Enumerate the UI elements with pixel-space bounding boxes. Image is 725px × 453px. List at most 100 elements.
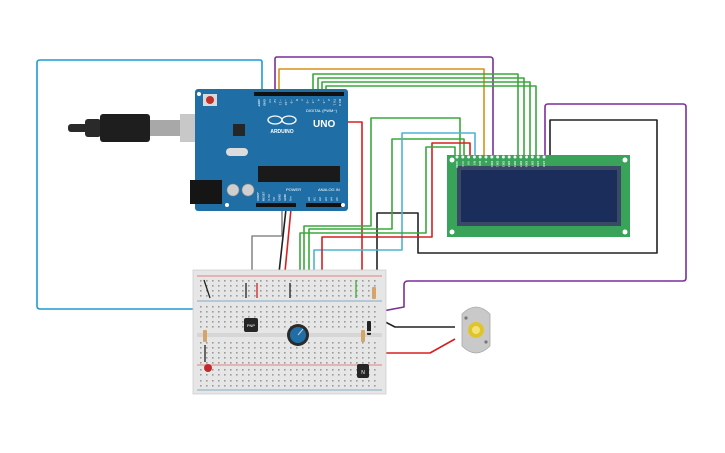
breadboard-hole[interactable]	[218, 357, 220, 359]
breadboard-hole[interactable]	[212, 321, 214, 323]
breadboard-hole[interactable]	[290, 316, 292, 318]
breadboard-hole[interactable]	[302, 285, 304, 287]
breadboard-hole[interactable]	[224, 362, 226, 364]
breadboard-hole[interactable]	[308, 311, 310, 313]
breadboard-hole[interactable]	[206, 285, 208, 287]
breadboard-hole[interactable]	[278, 380, 280, 382]
breadboard-hole[interactable]	[248, 347, 250, 349]
breadboard-hole[interactable]	[230, 290, 232, 292]
breadboard-hole[interactable]	[374, 306, 376, 308]
breadboard-hole[interactable]	[350, 357, 352, 359]
breadboard-hole[interactable]	[266, 311, 268, 313]
breadboard-hole[interactable]	[302, 347, 304, 349]
breadboard-hole[interactable]	[320, 290, 322, 292]
breadboard-hole[interactable]	[332, 280, 334, 282]
breadboard-hole[interactable]	[206, 326, 208, 328]
breadboard-hole[interactable]	[242, 280, 244, 282]
breadboard-hole[interactable]	[320, 316, 322, 318]
breadboard-hole[interactable]	[338, 357, 340, 359]
breadboard-hole[interactable]	[302, 369, 304, 371]
breadboard-hole[interactable]	[218, 306, 220, 308]
breadboard-hole[interactable]	[242, 295, 244, 297]
breadboard-hole[interactable]	[326, 285, 328, 287]
breadboard-hole[interactable]	[296, 316, 298, 318]
breadboard-hole[interactable]	[356, 347, 358, 349]
breadboard-hole[interactable]	[320, 285, 322, 287]
breadboard-hole[interactable]	[320, 347, 322, 349]
breadboard-hole[interactable]	[242, 357, 244, 359]
breadboard-hole[interactable]	[230, 347, 232, 349]
breadboard-hole[interactable]	[296, 295, 298, 297]
breadboard-hole[interactable]	[320, 385, 322, 387]
breadboard-hole[interactable]	[374, 342, 376, 344]
breadboard-hole[interactable]	[350, 374, 352, 376]
transistor-2[interactable]	[357, 364, 369, 378]
breadboard-hole[interactable]	[308, 285, 310, 287]
breadboard-hole[interactable]	[224, 311, 226, 313]
lcd-pin[interactable]	[496, 155, 500, 159]
breadboard-hole[interactable]	[326, 362, 328, 364]
breadboard-hole[interactable]	[338, 380, 340, 382]
breadboard-hole[interactable]	[254, 347, 256, 349]
breadboard-hole[interactable]	[230, 352, 232, 354]
breadboard-hole[interactable]	[308, 347, 310, 349]
breadboard-hole[interactable]	[314, 280, 316, 282]
breadboard-hole[interactable]	[230, 380, 232, 382]
breadboard-hole[interactable]	[314, 347, 316, 349]
breadboard-hole[interactable]	[350, 369, 352, 371]
breadboard-hole[interactable]	[242, 369, 244, 371]
lcd-pin[interactable]	[525, 155, 529, 159]
breadboard-hole[interactable]	[284, 347, 286, 349]
power-header[interactable]	[256, 203, 296, 207]
breadboard-hole[interactable]	[260, 380, 262, 382]
breadboard-hole[interactable]	[362, 306, 364, 308]
breadboard-hole[interactable]	[290, 321, 292, 323]
breadboard-hole[interactable]	[296, 290, 298, 292]
breadboard-hole[interactable]	[218, 342, 220, 344]
breadboard-hole[interactable]	[284, 385, 286, 387]
breadboard-hole[interactable]	[266, 385, 268, 387]
breadboard-hole[interactable]	[266, 280, 268, 282]
wire-green-2[interactable]	[317, 77, 525, 156]
breadboard-hole[interactable]	[254, 380, 256, 382]
breadboard-hole[interactable]	[266, 347, 268, 349]
breadboard-hole[interactable]	[356, 362, 358, 364]
breadboard-hole[interactable]	[368, 352, 370, 354]
breadboard-hole[interactable]	[272, 285, 274, 287]
breadboard-hole[interactable]	[338, 321, 340, 323]
breadboard-hole[interactable]	[296, 362, 298, 364]
breadboard-hole[interactable]	[218, 326, 220, 328]
breadboard-hole[interactable]	[272, 326, 274, 328]
breadboard-hole[interactable]	[248, 290, 250, 292]
breadboard-hole[interactable]	[284, 295, 286, 297]
breadboard-hole[interactable]	[248, 369, 250, 371]
breadboard-hole[interactable]	[362, 311, 364, 313]
breadboard-hole[interactable]	[320, 321, 322, 323]
breadboard-hole[interactable]	[326, 290, 328, 292]
breadboard-hole[interactable]	[254, 311, 256, 313]
breadboard-hole[interactable]	[302, 311, 304, 313]
breadboard-hole[interactable]	[242, 321, 244, 323]
breadboard-hole[interactable]	[242, 362, 244, 364]
breadboard-hole[interactable]	[344, 352, 346, 354]
breadboard-hole[interactable]	[326, 352, 328, 354]
breadboard-hole[interactable]	[296, 352, 298, 354]
breadboard-hole[interactable]	[266, 316, 268, 318]
breadboard-hole[interactable]	[236, 285, 238, 287]
breadboard-hole[interactable]	[344, 342, 346, 344]
breadboard-hole[interactable]	[350, 321, 352, 323]
breadboard-hole[interactable]	[242, 285, 244, 287]
breadboard-hole[interactable]	[230, 316, 232, 318]
breadboard-hole[interactable]	[350, 306, 352, 308]
breadboard-hole[interactable]	[260, 326, 262, 328]
breadboard-hole[interactable]	[362, 321, 364, 323]
breadboard-hole[interactable]	[326, 306, 328, 308]
breadboard-hole[interactable]	[356, 342, 358, 344]
breadboard-hole[interactable]	[332, 380, 334, 382]
breadboard-hole[interactable]	[332, 285, 334, 287]
breadboard-hole[interactable]	[212, 385, 214, 387]
breadboard-hole[interactable]	[212, 306, 214, 308]
wire-green-lcd-a[interactable]	[303, 117, 461, 293]
breadboard-hole[interactable]	[302, 290, 304, 292]
breadboard-hole[interactable]	[326, 326, 328, 328]
